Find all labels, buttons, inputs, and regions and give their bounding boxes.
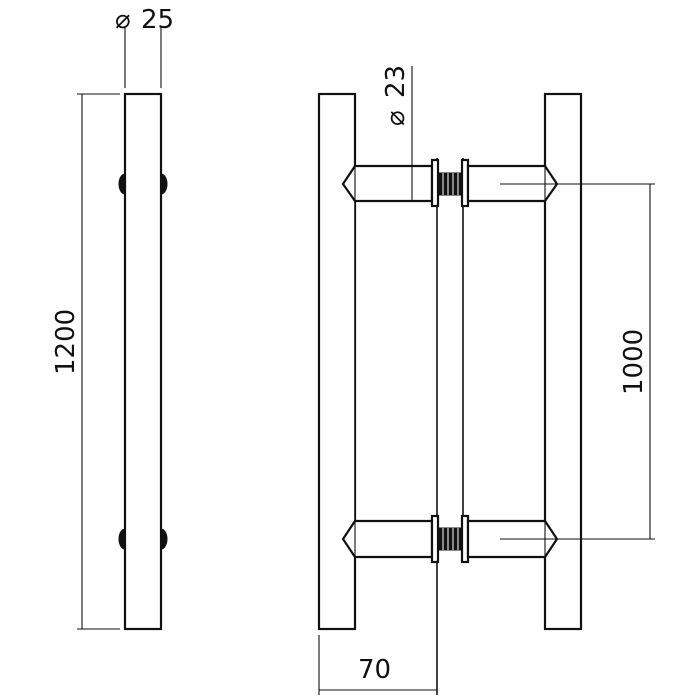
- dimension-tube-diameter: ⌀ 25: [115, 5, 174, 88]
- dimension-center-distance: 1000: [500, 183, 655, 540]
- standoff-diameter-label: 23: [381, 65, 411, 98]
- dimension-projection: 70: [318, 635, 437, 695]
- standoff-diameter-symbol: ⌀: [381, 110, 411, 126]
- upper-standoff-left: [341, 158, 440, 208]
- side-view-tube: [123, 92, 163, 631]
- center-distance-label: 1000: [619, 329, 649, 395]
- left-handle-bar: [335, 179, 355, 549]
- tube-diameter-label: 25: [141, 5, 174, 35]
- dimension-overall-length: 1200: [51, 93, 120, 630]
- front-view: ⌀ 23 1000 70: [317, 65, 655, 695]
- overall-length-label: 1200: [51, 309, 81, 375]
- lower-threaded-bolt: [437, 527, 463, 551]
- upper-standoff-right: [460, 158, 559, 208]
- dimension-standoff-diameter: ⌀ 23: [381, 65, 413, 200]
- side-view: ⌀ 25 1200: [51, 5, 174, 631]
- upper-threaded-bolt: [437, 172, 463, 196]
- projection-label: 70: [358, 655, 391, 685]
- diameter-symbol: ⌀: [115, 5, 131, 35]
- lower-standoff-left: [341, 514, 440, 564]
